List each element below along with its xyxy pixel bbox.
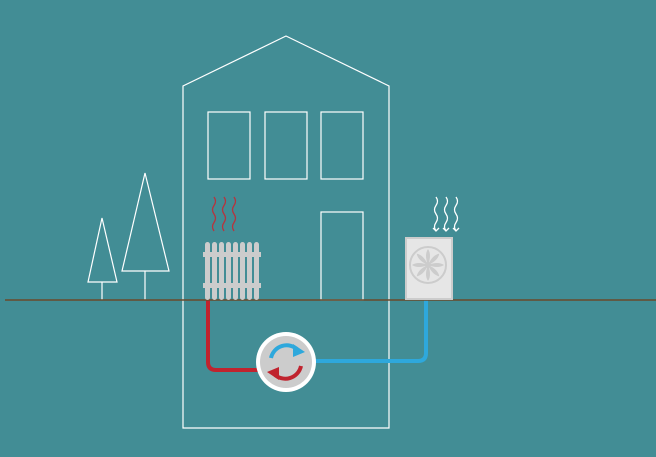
radiator-fin [240, 242, 245, 300]
hot-pipe [206, 298, 260, 372]
heat-pump-fan-icon [405, 237, 453, 300]
heat-wave [443, 196, 449, 232]
fan-blade [428, 265, 440, 277]
cold-pipe [312, 298, 428, 363]
fan-blade [412, 263, 428, 267]
radiator-heat-waves [211, 196, 237, 232]
pipes [206, 298, 428, 372]
radiator-fin [233, 242, 238, 300]
trees [87, 172, 170, 300]
fan-blade [426, 265, 430, 281]
fan-blade [426, 249, 430, 265]
window-left [207, 111, 251, 180]
fan-blade [428, 253, 440, 265]
door [320, 211, 364, 301]
fan-blade [416, 265, 428, 277]
heat-wave-arrow [452, 227, 460, 232]
heat-wave [453, 196, 459, 232]
heat-wave [231, 196, 237, 232]
heat-wave [211, 196, 217, 232]
radiator-fin [254, 242, 259, 300]
radiator-fin [205, 242, 210, 300]
house-outline-icon [182, 35, 390, 429]
small-tree-icon [87, 217, 118, 300]
radiator-fin [219, 242, 224, 300]
heat-wave [221, 196, 227, 232]
radiator-icon [203, 242, 261, 300]
fan-blade [428, 263, 444, 267]
heat-wave-arrow [432, 227, 440, 232]
tall-tree-icon [121, 172, 170, 300]
heat-exchanger-cycle-icon [256, 332, 316, 392]
radiator-fin [247, 242, 252, 300]
radiator-fin [212, 242, 217, 300]
window-right [320, 111, 364, 180]
heat-wave [433, 196, 439, 232]
radiator-fin [226, 242, 231, 300]
window-middle [264, 111, 308, 180]
heat-wave-arrow [442, 227, 450, 232]
fan-blade [416, 253, 428, 265]
heat-pump-heat-waves [432, 196, 460, 232]
